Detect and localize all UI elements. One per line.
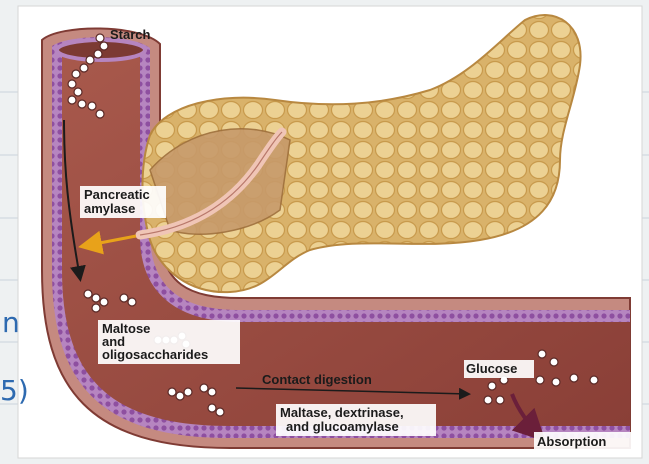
margin-letter: n: [2, 306, 20, 339]
glucose-label: Glucose: [466, 361, 517, 376]
maltose-label-line3: oligosaccharides: [102, 347, 208, 362]
enzymes-label-line1: Maltase, dextrinase,: [280, 405, 404, 420]
contact-digestion-label: Contact digestion: [262, 372, 372, 387]
starch-label: Starch: [110, 27, 151, 42]
margin-paren: 5): [0, 374, 29, 407]
enzymes-label-line2: and glucoamylase: [286, 419, 399, 434]
absorption-label: Absorption: [537, 434, 606, 449]
amylase-label-line2: amylase: [84, 201, 135, 216]
amylase-label-line1: Pancreatic: [84, 187, 150, 202]
